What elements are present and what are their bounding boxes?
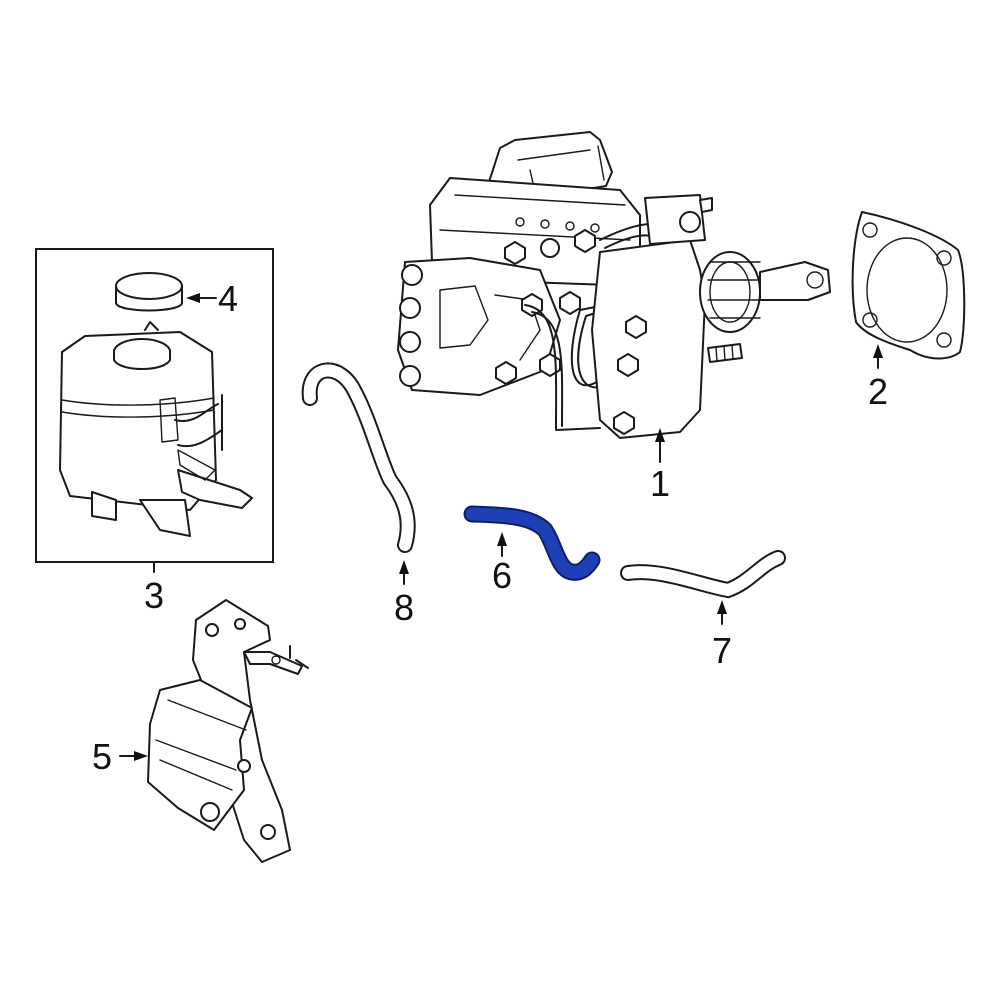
part-8-hose[interactable] [301, 362, 416, 553]
callout-3-label: 3 [144, 575, 164, 616]
part-4-reservoir-cap[interactable] [115, 272, 183, 312]
callout-7: 7 [712, 600, 732, 671]
part-6-hose-highlighted[interactable] [463, 505, 601, 581]
callout-8-label: 8 [394, 587, 414, 628]
callout-4-label: 4 [218, 278, 238, 319]
callout-1: 1 [650, 428, 670, 504]
callout-1-label: 1 [650, 463, 670, 504]
callout-2-label: 2 [868, 371, 888, 412]
callout-3: 3 [144, 561, 164, 616]
part-5-bracket[interactable] [147, 599, 309, 863]
callout-8: 8 [394, 560, 414, 628]
part-7-hose[interactable] [620, 550, 786, 599]
callout-2: 2 [868, 344, 888, 412]
part-3-reservoir-tank[interactable] [59, 321, 253, 537]
part-1-brake-booster-assembly[interactable] [397, 131, 831, 439]
callout-5-label: 5 [92, 736, 112, 777]
callout-4: 4 [186, 278, 238, 319]
callout-6-label: 6 [492, 555, 512, 596]
callout-7-label: 7 [712, 630, 732, 671]
callout-6: 6 [492, 532, 512, 596]
callout-5: 5 [92, 736, 148, 777]
part-2-gasket[interactable] [851, 211, 966, 360]
